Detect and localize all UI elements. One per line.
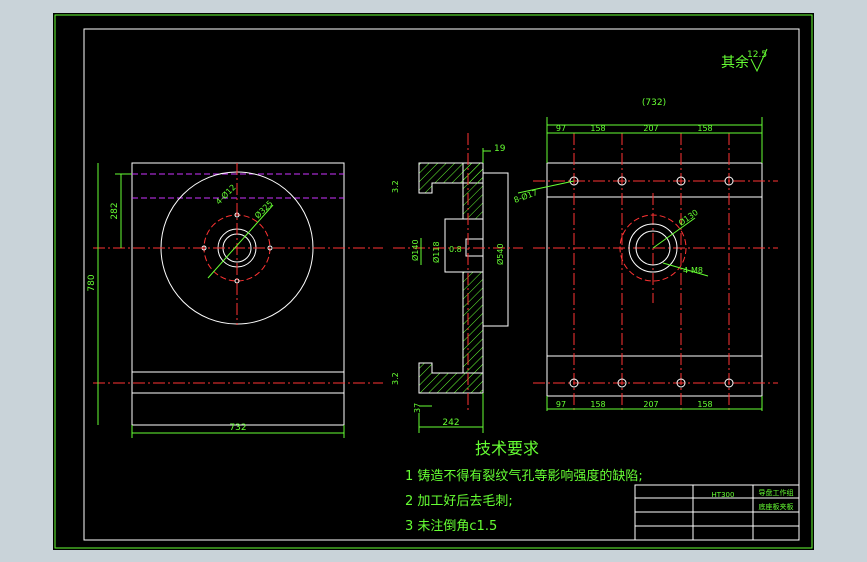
title-name: 底座板夹板 xyxy=(759,502,794,511)
dim-97-bot: 97 xyxy=(556,400,566,409)
leader-line xyxy=(517,180,575,194)
dim-rough-bot: 3.2 xyxy=(391,372,400,385)
mount-hole xyxy=(676,176,686,186)
tech-requirements: 技术要求 1 铸造不得有裂纹气孔等影响强度的缺陷; 2 加工好后去毛刺; 3 未… xyxy=(405,435,643,534)
tech-item-3: 3 未注倒角c1.5 xyxy=(405,519,498,534)
dim-158b-bot: 158 xyxy=(697,400,712,409)
pitch-circle xyxy=(619,214,687,282)
drawing-canvas: 其余 12.5 xyxy=(53,13,814,550)
dim-r: 0.8 xyxy=(449,245,462,254)
dim-d325: Ø325 xyxy=(252,198,274,220)
dim-158: 158 xyxy=(590,124,605,133)
dim-37: 37 xyxy=(413,403,422,413)
dim-d140: Ø140 xyxy=(410,239,420,261)
dim-242: 242 xyxy=(442,418,459,428)
dim-d130: Ø130 xyxy=(676,207,699,228)
title-org: 导盘工作组 xyxy=(759,488,794,497)
mount-hole xyxy=(724,176,734,186)
bore-inner-circle xyxy=(635,230,671,266)
mount-hole xyxy=(676,378,686,388)
dim-207: 207 xyxy=(643,124,658,133)
cad-drawing: 其余 12.5 xyxy=(54,14,813,549)
inner-border xyxy=(83,28,800,541)
dim-d540: Ø540 xyxy=(495,243,505,265)
mount-hole xyxy=(569,378,579,388)
dim-4m8: 4-M8 xyxy=(683,266,703,275)
mount-hole xyxy=(617,176,627,186)
roughness-value: 12.5 xyxy=(747,50,767,60)
tech-title: 技术要求 xyxy=(475,439,540,458)
dim-19: 19 xyxy=(494,144,506,154)
leader-line xyxy=(662,262,709,277)
dim-780: 780 xyxy=(87,274,97,291)
dim-158b: 158 xyxy=(697,124,712,133)
right-plate xyxy=(546,196,763,357)
title-block: HT300 导盘工作组 底座板夹板 xyxy=(634,484,800,541)
dim-158-bot: 158 xyxy=(590,400,605,409)
dim-overall: (732) xyxy=(642,98,666,108)
dim-97: 97 xyxy=(556,124,566,133)
right-bottom-strip xyxy=(546,355,763,397)
section-bore xyxy=(444,218,484,273)
leader-line xyxy=(207,204,274,279)
dim-207-bot: 207 xyxy=(643,400,658,409)
dim-holes: 8-Ø17 xyxy=(512,187,538,205)
dim-282: 282 xyxy=(110,202,120,219)
dim-4-d12: 4-Ø12 xyxy=(213,182,237,206)
right-top-strip xyxy=(546,162,763,198)
outer-border xyxy=(54,14,813,549)
roughness-label: 其余 xyxy=(721,54,749,71)
dim-d118: Ø118 xyxy=(431,241,441,263)
mount-hole xyxy=(569,176,579,186)
roughness-symbol xyxy=(750,48,768,73)
title-part-no: HT300 xyxy=(712,491,735,499)
tech-item-1: 1 铸造不得有裂纹气孔等影响强度的缺陷; xyxy=(405,469,643,484)
bore-circle xyxy=(628,223,678,273)
front-plate-outline xyxy=(131,162,345,426)
right-view: (732) 97 158 207 158 8-Ø17 Ø130 4-M8 97 … xyxy=(512,98,778,413)
dim-rough-top: 3.2 xyxy=(391,180,400,193)
mount-hole xyxy=(724,378,734,388)
side-view: 19 3.2 3.2 Ø140 Ø118 0.8 Ø540 37 242 xyxy=(391,133,523,433)
dim-732: 732 xyxy=(229,423,246,433)
section-hub xyxy=(482,172,509,327)
tech-item-2: 2 加工好后去毛刺; xyxy=(405,494,513,509)
front-view: 282 780 732 4-Ø12 Ø325 xyxy=(87,162,383,438)
leader-line xyxy=(652,217,696,249)
mount-hole xyxy=(617,378,627,388)
